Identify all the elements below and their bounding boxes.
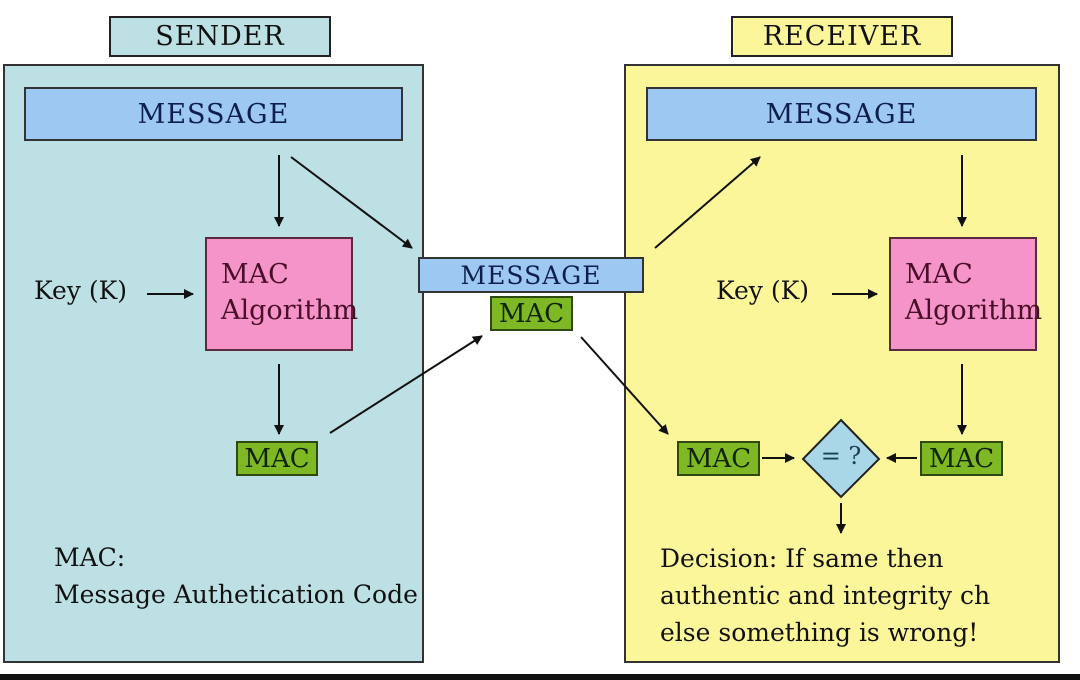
sender-panel (3, 64, 424, 663)
sender-mac-box: MAC (236, 441, 318, 476)
decision-line2: authentic and integrity ch (660, 581, 991, 610)
receiver-received-mac-box: MAC (677, 441, 760, 476)
receiver-key-label: Key (K) (716, 276, 810, 305)
receiver-title: RECEIVER (731, 16, 953, 57)
bottom-bar (0, 674, 1080, 680)
sender-note: MAC: Message Authetication Code (54, 539, 418, 613)
receiver-algorithm-line1: MAC (905, 259, 973, 290)
sender-title: SENDER (109, 16, 331, 57)
arrow-sender-mac-to-transmitted (329, 335, 483, 434)
transmitted-mac-text: MAC (498, 298, 565, 329)
transmitted-message-box: MESSAGE (418, 257, 644, 293)
receiver-computed-mac-box: MAC (920, 441, 1003, 476)
receiver-computed-mac-text: MAC (928, 443, 995, 474)
decision-note: Decision: If same then authentic and int… (660, 540, 1060, 651)
sender-key-label: Key (K) (34, 276, 128, 305)
receiver-title-text: RECEIVER (762, 21, 922, 52)
decision-line3: else something is wrong! (660, 618, 979, 647)
sender-mac-text: MAC (244, 443, 310, 474)
receiver-message-box: MESSAGE (646, 87, 1037, 141)
transmitted-mac-box: MAC (490, 296, 573, 331)
sender-note-line2: Message Authetication Code (54, 580, 418, 609)
sender-mac-algorithm-box: MAC Algorithm (205, 237, 359, 351)
receiver-mac-algorithm-box: MAC Algorithm (889, 237, 1043, 351)
compare-diamond (801, 418, 881, 499)
arrow-transmitted-mac-to-received-mac (580, 336, 669, 435)
receiver-panel (624, 64, 1060, 663)
receiver-received-mac-text: MAC (685, 443, 752, 474)
sender-algorithm-line2: Algorithm (221, 295, 359, 326)
sender-title-text: SENDER (155, 21, 285, 52)
receiver-algorithm-line2: Algorithm (905, 295, 1043, 326)
compare-diamond-shape (801, 418, 881, 499)
transmitted-message-text: MESSAGE (460, 260, 602, 290)
sender-algorithm-line1: MAC (221, 259, 289, 290)
sender-note-line1: MAC: (54, 543, 126, 572)
decision-line1: Decision: If same then (660, 544, 944, 573)
sender-message-box: MESSAGE (24, 87, 403, 141)
compare-label: = ? (820, 442, 862, 470)
sender-message-text: MESSAGE (137, 98, 290, 130)
arrow-transmitted-to-receiver-message (654, 156, 761, 249)
arrow-sender-message-to-transmitted (290, 156, 413, 249)
receiver-message-text: MESSAGE (765, 98, 918, 130)
